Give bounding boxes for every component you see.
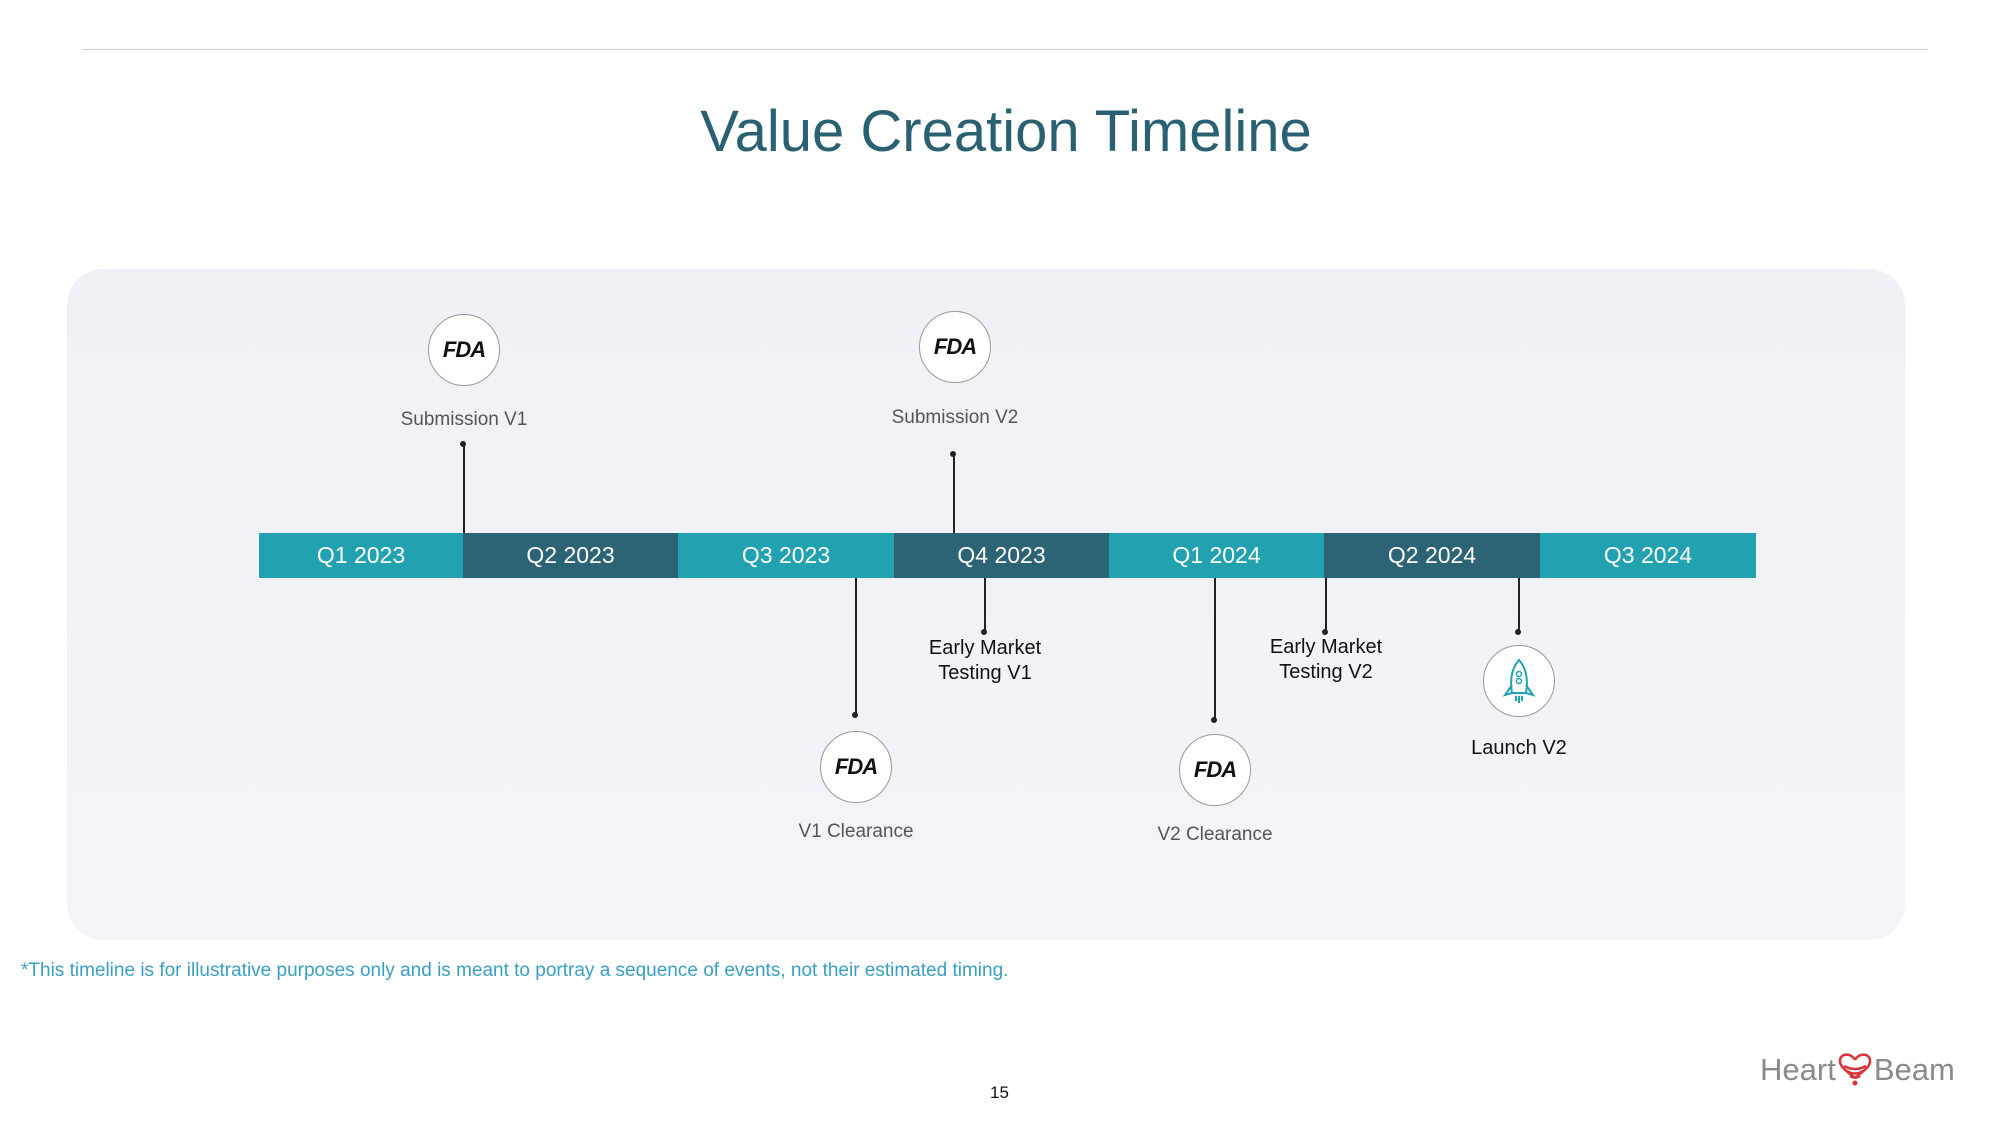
connector-dot — [1322, 629, 1328, 635]
quarter-q2-2023: Q2 2023 — [463, 533, 678, 578]
footnote: *This timeline is for illustrative purpo… — [21, 960, 1009, 981]
quarter-q3-2024: Q3 2024 — [1540, 533, 1756, 578]
connector-dot — [1211, 717, 1217, 723]
quarter-q2-2024: Q2 2024 — [1324, 533, 1540, 578]
connector-dot — [950, 451, 956, 457]
label-line: Testing V1 — [938, 662, 1032, 684]
page-title: Value Creation Timeline — [700, 99, 1312, 164]
logo-text-beam: Beam — [1873, 1052, 1955, 1087]
event-submission-v1: Submission V1 — [400, 409, 528, 430]
connector-line — [1325, 578, 1327, 632]
rocket-icon — [1483, 645, 1555, 717]
fda-icon: FDA — [1179, 734, 1251, 806]
connector-dot — [981, 629, 987, 635]
label-line: Early Market — [928, 637, 1042, 659]
quarter-q1-2024: Q1 2024 — [1109, 533, 1324, 578]
connector-line — [984, 578, 986, 632]
logo-text-heart: Heart — [1760, 1052, 1836, 1087]
label-line: Early Market — [1269, 636, 1383, 658]
fda-icon: FDA — [428, 314, 500, 386]
heartbeam-logo: Heart Beam — [1760, 1050, 1955, 1090]
heart-beam-icon — [1838, 1053, 1872, 1086]
connector-line — [855, 578, 857, 715]
label-line: Testing V2 — [1279, 661, 1373, 683]
quarter-q3-2023: Q3 2023 — [678, 533, 894, 578]
timeline-panel — [67, 269, 1905, 940]
connector-dot — [460, 441, 466, 447]
connector-dot — [852, 712, 858, 718]
event-launch-v2: Launch V2 — [1471, 737, 1567, 759]
connector-line — [1518, 578, 1520, 632]
connector-line — [1214, 578, 1216, 720]
fda-icon: FDA — [820, 731, 892, 803]
top-divider — [82, 49, 1928, 50]
quarter-q4-2023: Q4 2023 — [894, 533, 1109, 578]
quarter-q1-2023: Q1 2023 — [259, 533, 463, 578]
connector-line — [953, 454, 955, 533]
connector-dot — [1515, 629, 1521, 635]
event-submission-v2: Submission V2 — [891, 407, 1019, 428]
connector-line — [463, 444, 465, 533]
fda-icon: FDA — [919, 311, 991, 383]
event-v2-clearance: V2 Clearance — [1157, 824, 1273, 845]
page-number: 15 — [990, 1083, 1009, 1102]
event-v1-clearance: V1 Clearance — [798, 821, 914, 842]
